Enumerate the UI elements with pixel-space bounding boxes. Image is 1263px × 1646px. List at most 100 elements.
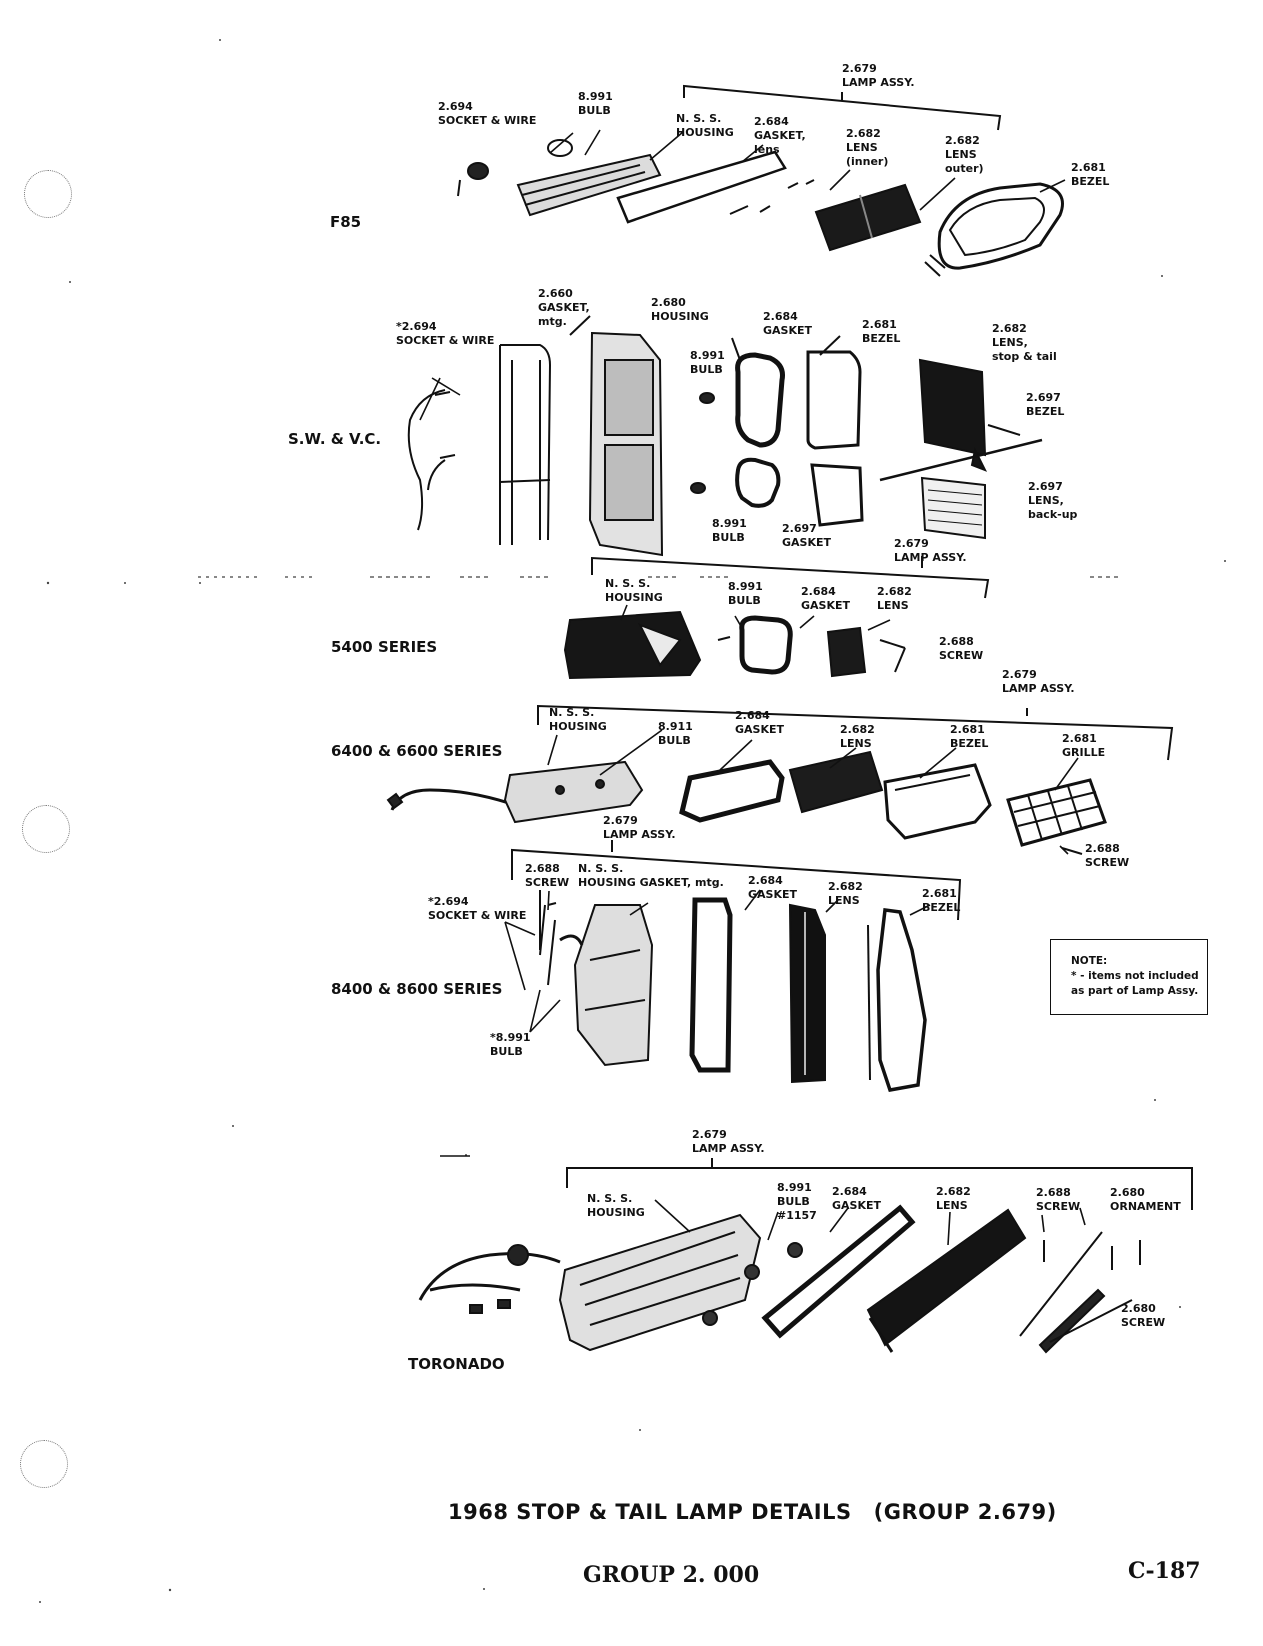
leader-arrows	[419, 129, 1086, 1246]
s8400-housing	[573, 904, 654, 1067]
f85-lens-inner	[814, 183, 922, 252]
sw-bezel-top	[806, 350, 862, 450]
s6400-gasket	[679, 759, 785, 823]
s8400-lamp-assy-bracket	[511, 848, 962, 921]
toronado-gasket	[761, 1204, 916, 1339]
f85-bezel	[937, 182, 1064, 270]
section-name-sw-vc: S.W. & V.C.	[288, 430, 382, 448]
f85-drawing	[457, 84, 1064, 277]
sw-gasket-mtg	[499, 344, 552, 545]
f85-socket	[467, 162, 489, 180]
s5400-label-housing: N. S. S.HOUSING	[605, 577, 663, 604]
s6400-bezel	[883, 763, 992, 840]
s5400-drawing	[563, 610, 906, 680]
section-name-f85: F85	[330, 213, 362, 231]
s6400-lens	[788, 750, 884, 814]
s8400-gasket	[689, 897, 733, 1073]
sw-gasket-bottom	[735, 457, 781, 508]
section-name-toronado: TORONADO	[408, 1355, 505, 1373]
f85-gasket	[616, 150, 787, 224]
toronado-lens	[866, 1208, 1027, 1347]
section-name-5400: 5400 SERIES	[331, 638, 438, 656]
toronado-wire	[418, 1252, 561, 1301]
note-title: NOTE:	[1071, 955, 1108, 967]
s6400-grille	[1006, 778, 1107, 847]
toronado-ornament	[1038, 1288, 1106, 1354]
f85-lamp-assy-bracket	[683, 84, 1002, 131]
footer-group: GROUP 2. 000	[583, 1562, 760, 1588]
s6400-label-housing: N. S. S.HOUSING	[549, 706, 607, 733]
sw-lens-backup	[920, 476, 986, 540]
toronado-lamp-assy-bracket	[566, 1167, 1193, 1210]
s6400-lamp-assy-bracket	[537, 704, 1174, 761]
note-box: NOTE: * - items not included as part of …	[1050, 939, 1208, 1015]
toronado-housing	[558, 1213, 762, 1352]
section-name-8400: 8400 & 8600 SERIES	[331, 980, 503, 998]
f85-bulb	[547, 139, 573, 157]
s6400-housing	[503, 760, 644, 824]
f85-housing	[516, 153, 662, 217]
sw-wire-harness	[407, 389, 456, 531]
sw-lens-stop-tail	[918, 358, 987, 457]
caption-group: (GROUP 2.679)	[873, 1500, 1057, 1524]
s6400-drawing	[386, 704, 1174, 921]
s5400-housing	[563, 610, 702, 680]
s6400-wire	[390, 788, 516, 811]
toronado-drawing	[418, 1158, 1193, 1354]
binder-hole-middle	[22, 805, 70, 853]
note-line-2: as part of Lamp Assy.	[1071, 985, 1199, 997]
page-number: C-187	[1128, 1558, 1201, 1584]
s8400-drawing	[539, 890, 927, 1092]
toronado-label-housing: N. S. S.HOUSING	[587, 1192, 645, 1219]
section-name-6400: 6400 & 6600 SERIES	[331, 742, 503, 760]
caption-title: 1968 STOP & TAIL LAMP DETAILS	[448, 1500, 852, 1524]
s8400-bezel	[876, 908, 927, 1092]
sw-bezel-bottom	[810, 463, 864, 527]
s8400-lens	[788, 903, 826, 1084]
s8400-label-housing: N. S. S.HOUSING GASKET, mtg.	[578, 862, 724, 889]
binder-hole-top	[24, 170, 72, 218]
figure-caption: 1968 STOP & TAIL LAMP DETAILS (GROUP 2.67…	[448, 1500, 1079, 1524]
binder-hole-bottom	[20, 1440, 68, 1488]
s5400-gasket	[739, 615, 793, 675]
note-line-1: * - items not included	[1071, 970, 1199, 982]
